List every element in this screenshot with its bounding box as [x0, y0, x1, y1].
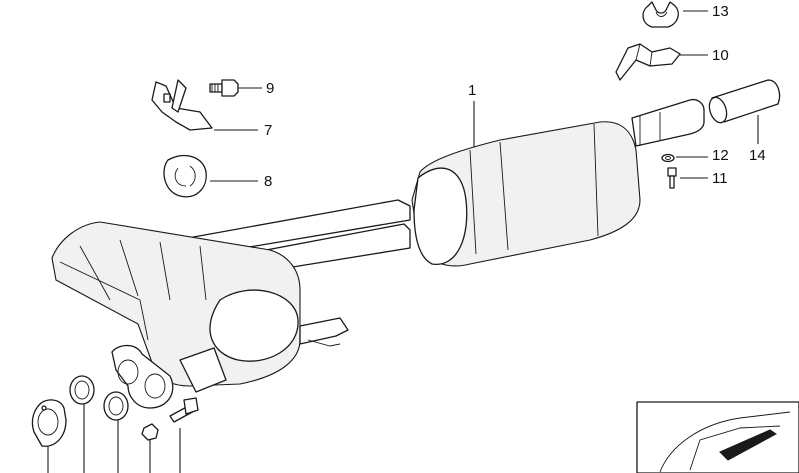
exhaust-system-1 — [51, 98, 705, 393]
callout-11[interactable]: 11 — [680, 170, 728, 187]
callout-1-label: 1 — [468, 82, 476, 99]
tailpipe-flange — [111, 344, 174, 409]
rubber-mount-8 — [163, 155, 207, 198]
washer-12 — [661, 153, 675, 163]
callout-7-label: 7 — [264, 122, 272, 139]
hanger-bracket-7 — [151, 79, 213, 131]
callout-13[interactable]: 13 — [683, 3, 729, 20]
flange-gasket — [31, 399, 67, 447]
callout-10-label: 10 — [712, 47, 729, 64]
callout-14[interactable]: 14 — [749, 115, 766, 164]
callout-8[interactable]: 8 — [210, 173, 272, 190]
bottom-leaders — [47, 404, 181, 473]
callout-11-label: 11 — [712, 170, 728, 187]
bolt-9 — [209, 79, 239, 97]
callout-13-label: 13 — [712, 3, 729, 20]
bolt-11 — [667, 167, 677, 189]
callout-9-label: 9 — [266, 80, 274, 97]
bracket-10 — [615, 43, 681, 81]
callout-1[interactable]: 1 — [468, 82, 476, 152]
seal-ring — [69, 375, 95, 405]
vehicle-location-inset — [636, 401, 799, 473]
callout-9[interactable]: 9 — [238, 80, 274, 97]
ring-gasket — [103, 391, 129, 421]
sleeve-14 — [708, 79, 781, 124]
callout-7[interactable]: 7 — [214, 122, 272, 139]
callout-8-label: 8 — [264, 173, 272, 190]
nut — [141, 423, 159, 441]
callout-12-label: 12 — [712, 147, 729, 164]
callout-10[interactable]: 10 — [680, 47, 729, 64]
bolt-bottom — [169, 397, 199, 423]
rubber-hanger-13 — [642, 1, 679, 28]
callout-12[interactable]: 12 — [676, 147, 729, 164]
callout-14-label: 14 — [749, 147, 766, 164]
